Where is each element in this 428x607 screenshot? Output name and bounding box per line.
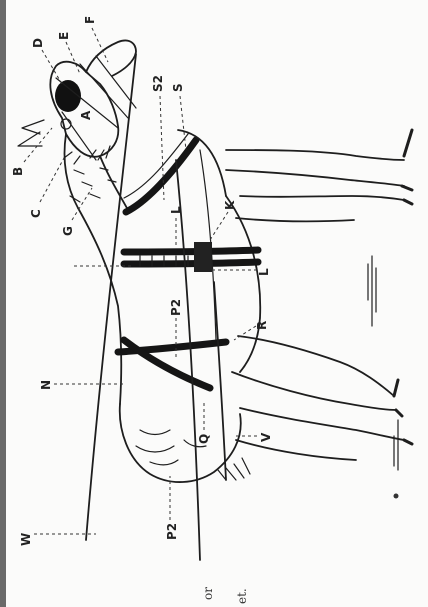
leader-E — [66, 42, 80, 74]
label-P2-bottom: P2 — [165, 523, 179, 540]
leader-C — [40, 158, 64, 202]
horse-tail — [218, 458, 250, 480]
leader-D — [42, 50, 62, 84]
label-Q: Q — [197, 434, 211, 444]
horse-muzzle — [86, 40, 136, 76]
label-G: G — [61, 226, 75, 236]
label-D: D — [31, 38, 45, 48]
label-L: L — [257, 268, 271, 276]
horse-ear-1 — [22, 120, 44, 134]
horse-drawing — [18, 40, 412, 560]
shaft-line-left — [86, 54, 136, 540]
ground-shadow — [368, 256, 398, 470]
saddle-pad — [194, 242, 212, 272]
label-F: F — [83, 16, 97, 24]
caption-fragments: or et. — [201, 587, 249, 604]
horse-ear-2 — [18, 132, 42, 146]
figure-labels: D E F A S2 S B C G L K L P2 R N Q V P2 W — [11, 16, 273, 546]
label-V: V — [259, 432, 273, 442]
front-leg-1 — [226, 150, 404, 186]
caption-fragment-2: et. — [235, 588, 249, 604]
rosette — [61, 119, 71, 129]
front-leg-2 — [236, 196, 404, 221]
hind-hooves — [394, 380, 412, 444]
trace-line — [214, 282, 226, 480]
label-S2: S2 — [151, 75, 165, 92]
horse-back-outline — [78, 208, 121, 404]
leader-S — [180, 96, 186, 150]
label-B: B — [11, 167, 25, 176]
horse-belly-outline — [226, 196, 260, 372]
label-S: S — [171, 83, 185, 92]
collar — [126, 140, 196, 212]
label-L-top: L — [169, 206, 183, 214]
hind-leg-1 — [232, 336, 396, 410]
saddle-band-2 — [124, 262, 258, 264]
blinker — [55, 80, 81, 112]
leader-K — [210, 212, 228, 240]
caption-fragment-1: or — [201, 587, 215, 600]
front-hooves — [402, 130, 412, 204]
shaft-line-right — [176, 160, 200, 560]
label-P2-top: P2 — [169, 299, 183, 316]
label-W: W — [19, 533, 33, 546]
label-K: K — [223, 200, 237, 210]
neck-hatching — [70, 168, 116, 202]
label-E: E — [57, 32, 71, 40]
leader-F — [92, 28, 108, 62]
saddle-band — [124, 250, 258, 252]
ink-dot — [394, 494, 399, 499]
label-N: N — [39, 380, 53, 390]
label-C: C — [29, 209, 43, 218]
label-R: R — [255, 321, 269, 330]
label-A: A — [79, 110, 93, 120]
